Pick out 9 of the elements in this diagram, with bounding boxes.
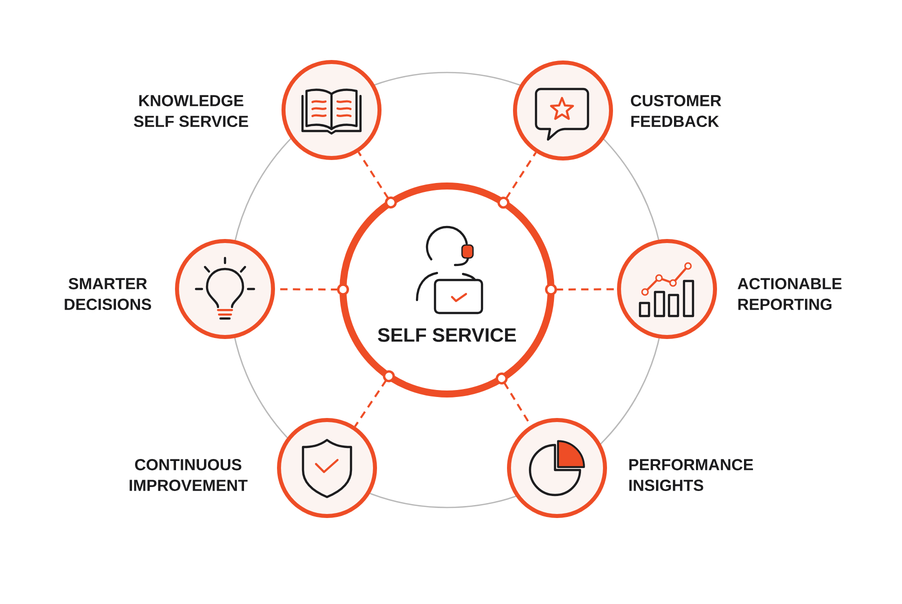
node-label: CUSTOMER FEEDBACK [630,95,722,127]
dashed-connector [358,152,397,208]
node-label: PERFORMANCE INSIGHTS [629,459,753,491]
node-label: SMARTER DECISIONS [64,278,152,310]
dashed-connector [497,152,537,209]
dashed-connector [354,370,395,428]
node-label: CONTINUOUS IMPROVEMENT [130,459,248,491]
node-label: ACTIONABLE REPORTING [738,278,842,310]
node-label: KNOWLEDGE SELF SERVICE [134,95,248,127]
